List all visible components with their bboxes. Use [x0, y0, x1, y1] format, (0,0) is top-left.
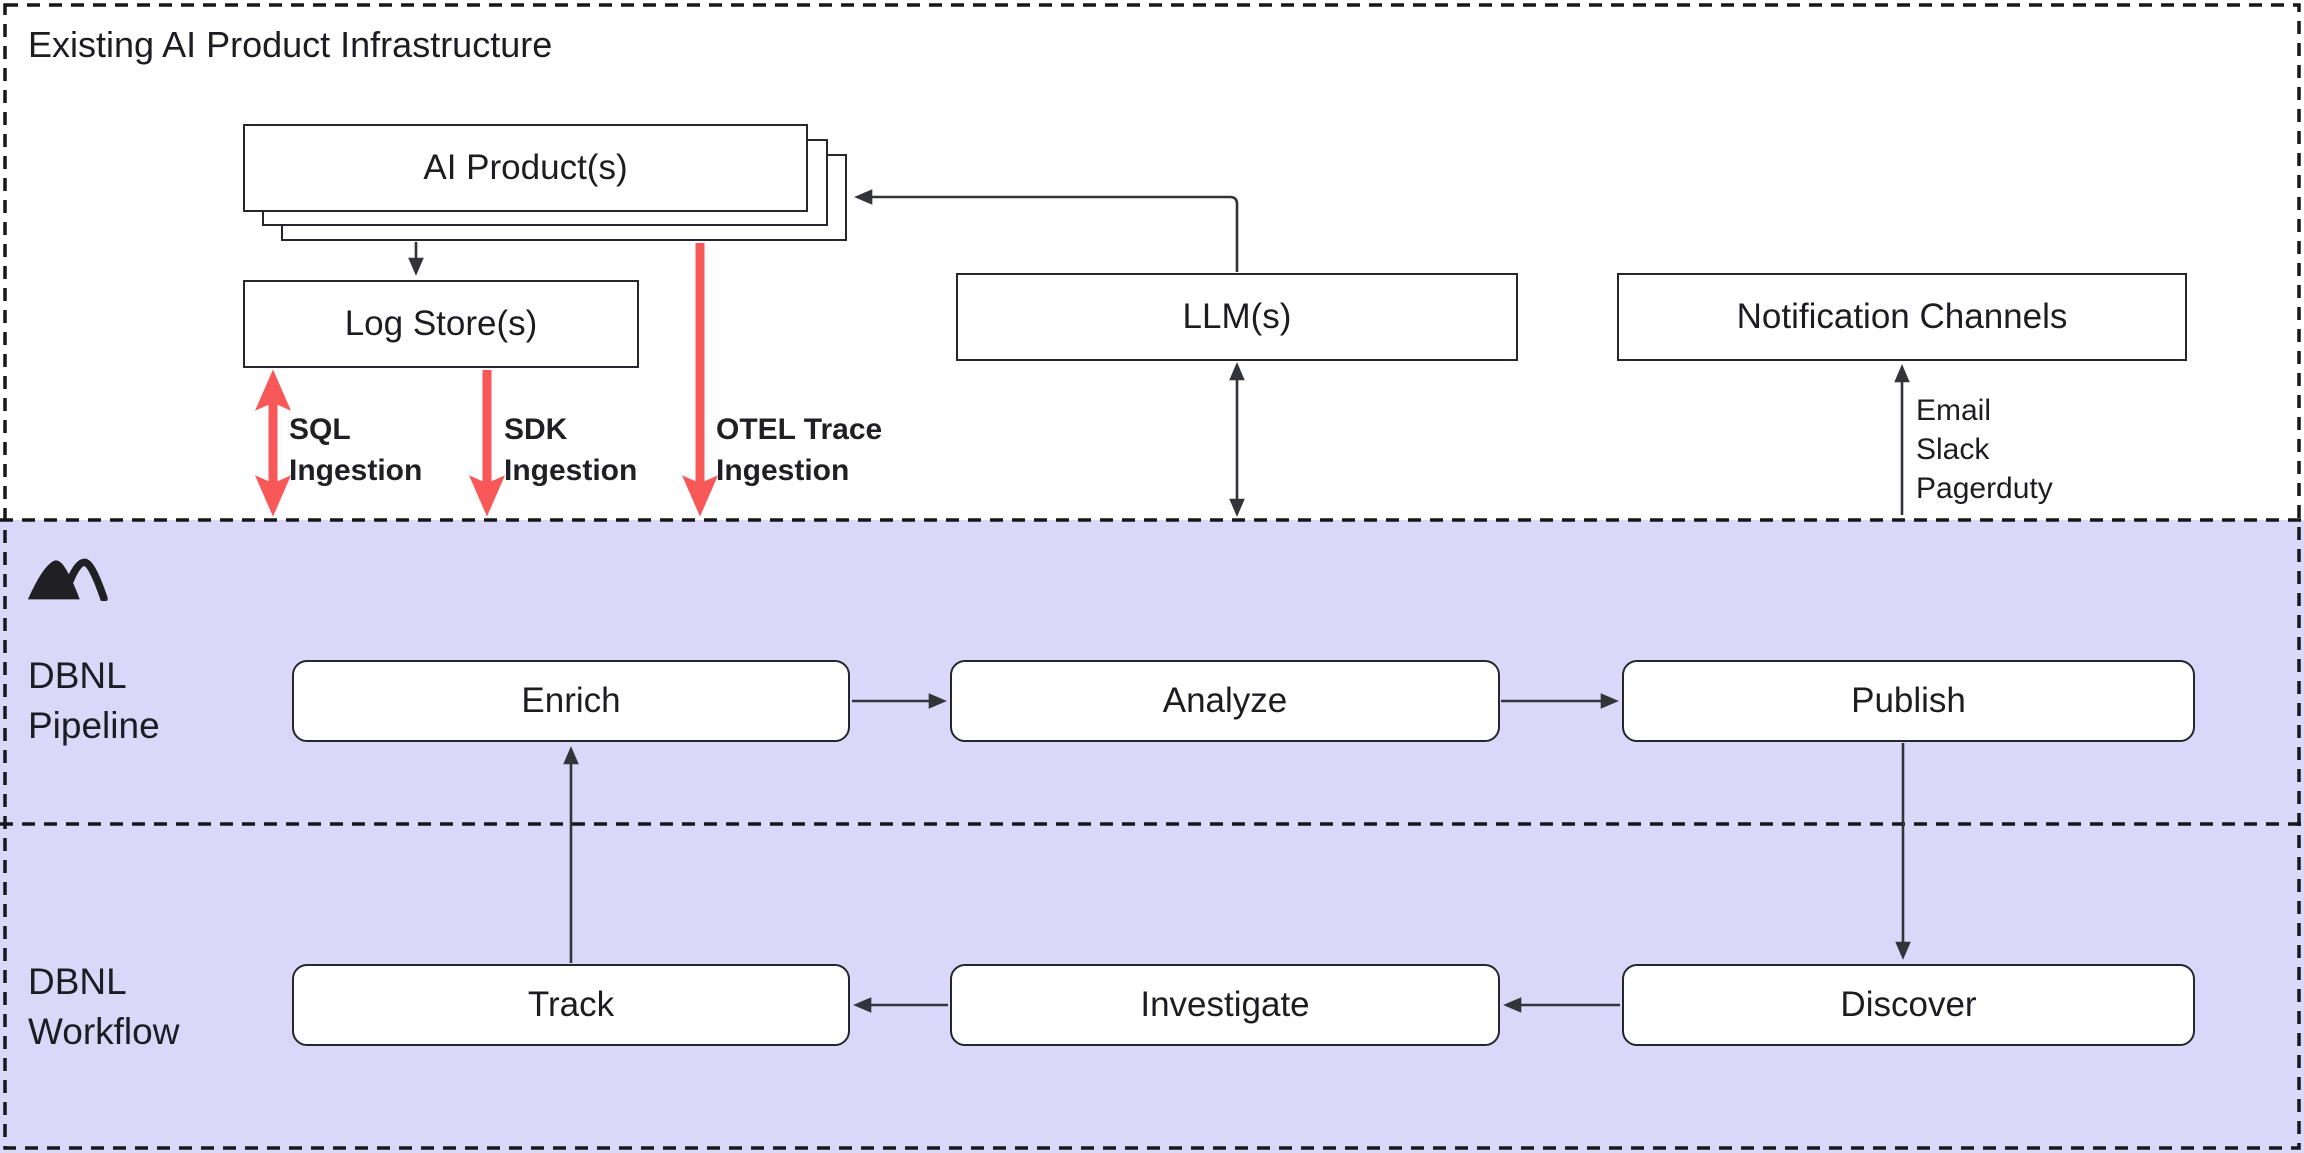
- label-notification-methods: Email Slack Pagerduty: [1916, 391, 2053, 508]
- label-dbnl-workflow: DBNL Workflow: [28, 961, 180, 1052]
- label-dbnl-pipeline: DBNL Pipeline: [28, 655, 160, 746]
- node-enrich: Enrich: [292, 660, 850, 742]
- node-discover-label: Discover: [1840, 985, 1977, 1024]
- node-publish-label: Publish: [1851, 681, 1966, 720]
- label-pagerduty: Pagerduty: [1916, 472, 2053, 505]
- node-track-label: Track: [527, 985, 615, 1024]
- node-analyze: Analyze: [950, 660, 1500, 742]
- node-log-stores-label: Log Store(s): [344, 304, 538, 343]
- node-ai-products-label: AI Product(s): [423, 148, 628, 187]
- node-investigate-label: Investigate: [1140, 985, 1310, 1024]
- label-sql-ingestion: SQL Ingestion: [289, 413, 423, 487]
- label-email: Email: [1916, 394, 1992, 427]
- dbnl-logo-icon: [27, 558, 108, 601]
- node-log-stores: Log Store(s): [243, 280, 639, 368]
- node-enrich-label: Enrich: [521, 681, 621, 720]
- node-notification-channels-label: Notification Channels: [1736, 297, 2068, 336]
- label-slack: Slack: [1916, 433, 1990, 466]
- label-otel-trace-ingestion: OTEL Trace Ingestion: [716, 413, 883, 487]
- arrow-llms-to-aiproducts: [854, 189, 1239, 272]
- node-investigate: Investigate: [950, 964, 1500, 1046]
- node-notification-channels: Notification Channels: [1617, 273, 2187, 361]
- dbnl-band-background: [0, 520, 2304, 1153]
- node-discover: Discover: [1622, 964, 2195, 1046]
- node-ai-products: AI Product(s): [243, 124, 808, 212]
- node-llms-label: LLM(s): [1182, 297, 1292, 336]
- node-llms: LLM(s): [956, 273, 1518, 361]
- page-title: Existing AI Product Infrastructure: [28, 24, 553, 65]
- node-track: Track: [292, 964, 850, 1046]
- node-publish: Publish: [1622, 660, 2195, 742]
- label-sdk-ingestion: SDK Ingestion: [504, 413, 638, 487]
- node-analyze-label: Analyze: [1162, 681, 1288, 720]
